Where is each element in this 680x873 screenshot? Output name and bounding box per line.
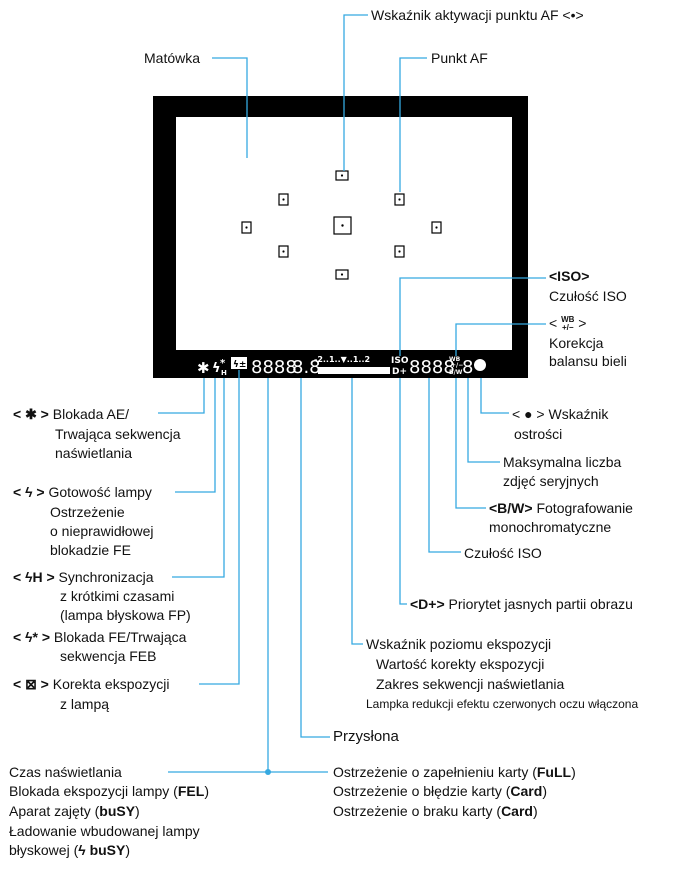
label-wb-correction-1: Korekcja xyxy=(549,335,604,351)
label-highlight-priority: <D+> Priorytet jasnych partii obrazu xyxy=(410,596,633,612)
lcd-scale: -2..1..▼..1..2 xyxy=(314,355,370,364)
viewfinder-frame xyxy=(153,96,528,378)
lcd-bw-tag: B/W xyxy=(449,369,463,376)
label-card-full: Ostrzeżenie o zapełnieniu karty (FuLL) xyxy=(333,764,576,780)
label-iso-speed-top: Czułość ISO xyxy=(549,288,627,304)
lcd-shutter: 8888 xyxy=(251,357,297,378)
label-shutter-5: błyskowej (ϟ buSY) xyxy=(9,842,131,858)
label-focus-confirm-2: ostrości xyxy=(514,426,563,442)
label-matowka: Matówka xyxy=(144,50,201,66)
label-flash-ready-4: blokadzie FE xyxy=(50,542,131,558)
label-hss: < ϟH > Synchronizacja xyxy=(13,569,154,585)
lcd-aperture: 8.8 xyxy=(292,357,321,378)
hss-icon: < ϟH > xyxy=(13,569,55,585)
label-exposure-level-4: Lampka redukcji efektu czerwonych oczu w… xyxy=(366,697,639,711)
label-flash-ready: < ϟ > Gotowość lampy xyxy=(13,484,152,500)
label-fe-lock: < ϟ* > Blokada FE/Trwająca xyxy=(13,629,187,645)
label-flash-ready-2: Ostrzeżenie xyxy=(50,504,125,520)
svg-text:H: H xyxy=(221,369,227,377)
label-flash-ready-3: o nieprawidłowej xyxy=(50,523,154,539)
label-ae-lock: < ✱ > Blokada AE/ xyxy=(13,406,130,422)
label-shutter-3: Aparat zajęty (buSY) xyxy=(9,803,140,819)
label-card-error: Ostrzeżenie o błędzie karty (Card) xyxy=(333,783,547,799)
leader-lines xyxy=(158,14,546,775)
label-af-point: Punkt AF xyxy=(431,50,488,66)
svg-text:8: 8 xyxy=(462,357,473,378)
lcd-wb-tag: WB xyxy=(449,356,461,363)
label-focus-confirm: < ● > Wskaźnik xyxy=(512,406,609,422)
flash-small-icon: ϟ xyxy=(78,842,90,858)
label-ae-lock-3: naświetlania xyxy=(55,445,133,461)
label-max-burst-2: zdjęć seryjnych xyxy=(503,473,599,489)
focus-dot-icon: < ● > xyxy=(512,406,545,422)
label-wb-correction-2: balansu bieli xyxy=(549,353,627,369)
lcd-panel: ✱ ϟ * H ϟ± 8888 8.8 -2..1..▼..1..2 ISO D… xyxy=(197,355,486,378)
label-flash-comp-2: z lampą xyxy=(60,696,110,712)
label-iso-symbol: <ISO> xyxy=(549,268,590,284)
label-shutter-4: Ładowanie wbudowanej lampy xyxy=(9,823,200,839)
label-no-card: Ostrzeżenie o braku karty (Card) xyxy=(333,803,538,819)
label-iso-speed-bottom: Czułość ISO xyxy=(464,545,542,561)
bw-icon: <B/W> xyxy=(489,500,533,516)
wb-icon: WB+/− xyxy=(561,315,575,333)
lcd-count: 8888 xyxy=(409,357,455,378)
label-monochrome: <B/W> Fotografowanie xyxy=(489,500,633,516)
label-exposure-level-2: Wartość korekty ekspozycji xyxy=(376,656,545,672)
svg-text:✱: ✱ xyxy=(197,359,210,377)
label-shutter-1: Czas naświetlania xyxy=(9,764,122,780)
label-fe-lock-2: sekwencja FEB xyxy=(60,648,157,664)
label-af-activation: Wskaźnik aktywacji punktu AF <•> xyxy=(371,7,584,23)
svg-text:+/−: +/− xyxy=(451,362,463,369)
label-monochrome-2: monochromatyczne xyxy=(489,519,612,535)
svg-text:ϟ: ϟ xyxy=(212,361,221,376)
ae-lock-icon: < ✱ > xyxy=(13,406,49,422)
fe-lock-icon: < ϟ* > xyxy=(13,629,50,645)
label-hss-3: (lampa błyskowa FP) xyxy=(60,607,191,623)
d-plus-icon: <D+> xyxy=(410,596,445,612)
flash-icon: < ϟ > xyxy=(13,484,45,500)
af-points xyxy=(241,170,442,280)
label-exposure-level-1: Wskaźnik poziomu ekspozycji xyxy=(366,636,552,652)
label-shutter-2: Blokada ekspozycji lampy (FEL) xyxy=(9,783,209,799)
lcd-dplus-tag: D+ xyxy=(392,367,407,377)
label-wb-symbol: < WB+/− > xyxy=(549,315,587,333)
label-exposure-level-3: Zakres sekwencji naświetlania xyxy=(376,676,565,692)
label-flash-comp: < ⊠ > Korekta ekspozycji xyxy=(13,676,170,692)
svg-text:ϟ±: ϟ± xyxy=(233,360,246,370)
lcd-iso-tag: ISO xyxy=(391,356,409,366)
label-aperture: Przysłona xyxy=(333,728,399,745)
label-hss-2: z krótkimi czasami xyxy=(60,588,175,604)
label-max-burst-1: Maksymalna liczba xyxy=(503,454,622,470)
svg-text:*: * xyxy=(220,358,226,369)
label-ae-lock-2: Trwająca sekwencja xyxy=(55,426,181,442)
flash-comp-icon: < ⊠ > xyxy=(13,676,49,692)
